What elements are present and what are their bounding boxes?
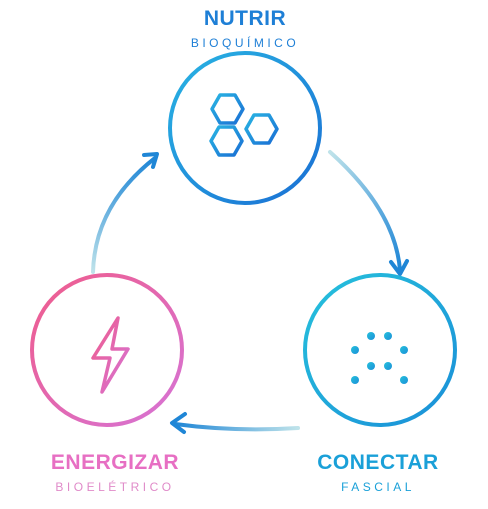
nutrir-subtitle: BIOQUÍMICO xyxy=(190,36,300,50)
arrow-nutrir-to-conectar xyxy=(328,150,409,276)
energizar-title: ENERGIZAR xyxy=(50,451,180,474)
conectar-title: CONECTAR xyxy=(317,451,439,474)
hexagon-cluster-icon xyxy=(209,93,279,157)
lightning-bolt-icon xyxy=(91,316,130,394)
energizar-subtitle: BIOELÉTRICO xyxy=(55,480,175,494)
arrow-conectar-to-energizar xyxy=(170,412,300,434)
arrow-energizar-to-nutrir xyxy=(91,152,159,274)
grid-network-icon xyxy=(340,320,420,386)
node-nutrir xyxy=(168,51,322,205)
node-energizar xyxy=(30,273,184,427)
conectar-subtitle: FASCIAL xyxy=(341,480,415,494)
nutrir-title: NUTRIR xyxy=(203,7,287,30)
node-conectar xyxy=(303,273,457,427)
